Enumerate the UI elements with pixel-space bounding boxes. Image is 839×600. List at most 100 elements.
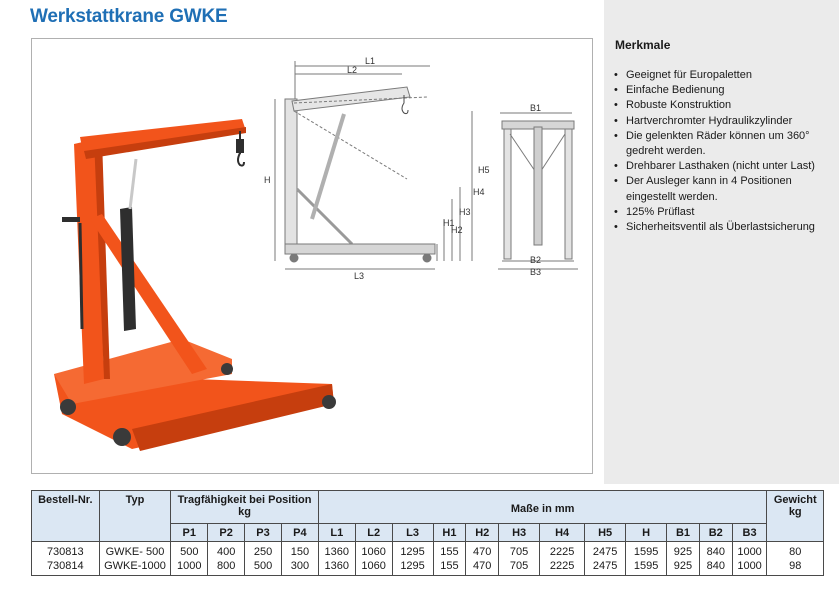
dimension-labels: L1 L2 L3 H H1 H2 H3 H4 H5 B1 B2 B3 <box>264 56 541 281</box>
cell-text: 150 <box>290 545 310 558</box>
label-h4: H4 <box>473 187 485 197</box>
side-view-drawing <box>274 61 473 270</box>
cell-text: 2225 <box>549 559 575 572</box>
feature-item: Drehbarer Lasthaken (nicht unter Last) <box>613 159 835 174</box>
pump-handle <box>62 217 80 222</box>
cell-text: 705 <box>509 545 529 558</box>
drawing-brace <box>295 187 354 246</box>
cell-text: 500 <box>180 545 199 558</box>
header-dims: Maße in mm <box>317 490 768 524</box>
cell-text: 250 <box>253 545 273 558</box>
feature-item: Einfache Bedienung <box>613 83 835 98</box>
cell-text: 300 <box>290 559 310 572</box>
cell-text: 2475 <box>592 559 618 572</box>
subheader: H2 <box>465 523 500 542</box>
cell-text: 840 <box>706 545 725 558</box>
cell-text: 470 <box>473 545 492 558</box>
cell-text: 800 <box>216 559 236 572</box>
cell-text: 470 <box>473 559 492 572</box>
subheader: B2 <box>698 523 733 542</box>
cell-text: 925 <box>673 545 693 558</box>
feature-item: Sicherheitsventil als Überlastsicherung <box>613 220 835 235</box>
cell-text: 2225 <box>549 545 575 558</box>
wheel <box>221 363 233 375</box>
feature-item: Die gelenkten Räder können um 360° gedre… <box>613 129 835 159</box>
label-b1: B1 <box>530 103 541 113</box>
subheader: H1 <box>432 523 467 542</box>
cell-text: GWKE- 500 <box>105 545 165 558</box>
subheader: P3 <box>244 523 282 542</box>
cell-text: 98 <box>789 559 802 572</box>
wheel <box>322 395 336 409</box>
label-h1: H1 <box>443 218 455 228</box>
crane-photo <box>54 119 336 451</box>
crane-base-shade <box>132 384 334 451</box>
feature-item: 125% Prüflast <box>613 205 835 220</box>
subheader: L2 <box>354 523 393 542</box>
header-capacity: Tragfähigkeit bei Position kg <box>170 490 319 524</box>
front-view-drawing <box>498 112 578 270</box>
feature-item: Hartverchromter Hydraulikzylinder <box>613 114 835 129</box>
label-l2: L2 <box>347 65 357 75</box>
label-h: H <box>264 175 271 185</box>
pump-lever <box>78 222 84 330</box>
subheader: B1 <box>666 523 700 542</box>
product-illustration: L1 L2 L3 H H1 H2 H3 H4 H5 B1 B2 B3 <box>54 56 578 451</box>
features-heading: Merkmale <box>615 38 671 52</box>
feature-item: Robuste Konstruktion <box>613 98 835 113</box>
crane-mast-shade <box>94 139 110 379</box>
cell-text: 80 <box>789 545 802 558</box>
cell-text: 730814 <box>46 559 84 572</box>
header-type: Typ <box>98 490 172 542</box>
subheader: H4 <box>539 523 586 542</box>
subheader: H <box>625 523 668 542</box>
drawing-front-brace <box>538 133 566 175</box>
cylinder-rod <box>128 158 138 210</box>
wheel <box>113 428 131 446</box>
subheader: P1 <box>170 523 209 542</box>
subheader: L1 <box>317 523 356 542</box>
label-b3: B3 <box>530 267 541 277</box>
product-image-frame: L1 L2 L3 H H1 H2 H3 H4 H5 B1 B2 B3 <box>31 38 593 474</box>
cell-type: GWKE- 500 GWKE-1000 <box>98 541 172 576</box>
drawing-leg-left <box>503 128 512 260</box>
feature-item: Geeignet für Europaletten <box>613 68 835 83</box>
cell-text: 925 <box>673 559 693 572</box>
drawing-front-mast <box>533 126 543 246</box>
drawing-leg-right <box>564 128 573 260</box>
hook-icon <box>237 152 245 167</box>
drawing-base <box>284 243 436 255</box>
cell-order-no: 730813 730814 <box>31 541 100 576</box>
label-h2: H2 <box>451 225 463 235</box>
hydraulic-cylinder <box>120 207 136 331</box>
cell-text: 400 <box>216 545 236 558</box>
cell-text: 1000 <box>737 545 762 558</box>
header-weight: Gewicht kg <box>766 490 824 542</box>
cell-text: 730813 <box>46 545 84 558</box>
drawing-hook-icon <box>401 95 409 115</box>
cell-text: 1295 <box>400 559 425 572</box>
cell-text: 840 <box>706 559 725 572</box>
drawing-cylinder <box>310 113 346 220</box>
cell-text: 1000 <box>737 559 762 572</box>
label-h5: H5 <box>478 165 490 175</box>
cell-text: 1000 <box>177 559 202 572</box>
label-b2: B2 <box>530 255 541 265</box>
label-l3: L3 <box>354 271 364 281</box>
